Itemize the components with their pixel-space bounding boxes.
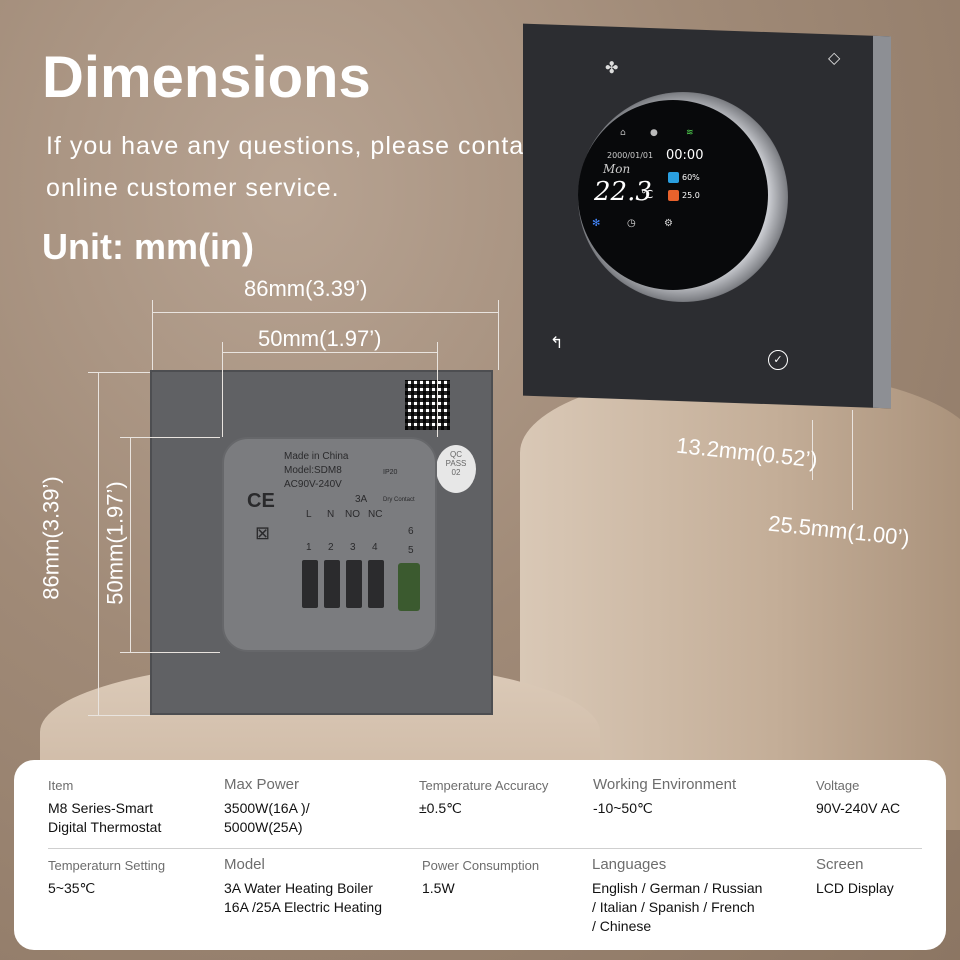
settings-icon: ⚙: [664, 218, 673, 229]
power-icon: ●: [650, 128, 658, 138]
dry-contact-label: Dry Contact: [383, 497, 415, 503]
spec-languages-label: Languages: [592, 856, 667, 873]
humidity-icon: [668, 172, 679, 183]
inner-height-tick-top: [120, 437, 220, 438]
spec-environment-label: Working Environment: [593, 776, 737, 793]
spec-power-label: Max Power: [224, 776, 300, 793]
front-depth-tick: [812, 420, 813, 480]
inner-width-label: 50mm(1.97’): [258, 326, 382, 351]
spec-languages: Languages English / German / Russian / I…: [592, 856, 762, 936]
screen-temp-unit: ℃: [641, 188, 654, 201]
inner-height-line: [130, 437, 131, 652]
spec-model-label: Model: [224, 856, 265, 873]
screw-terminal-4: [368, 560, 384, 608]
spec-screen-label: Screen: [816, 856, 864, 873]
screen-date: 2000/01/01: [607, 151, 654, 160]
spec-item-label: Item: [48, 778, 74, 793]
ce-mark: CE: [247, 490, 275, 512]
spec-accuracy: Temperature Accuracy ±0.5℃: [419, 778, 548, 818]
page-title: Dimensions: [42, 45, 371, 110]
spec-item-value: M8 Series-Smart Digital Thermostat: [48, 800, 162, 835]
screen-set-temp: 25.0: [682, 191, 700, 200]
total-depth-tick: [852, 410, 853, 510]
spec-environment-value: -10~50℃: [593, 800, 653, 816]
outer-height-tick-bottom: [88, 715, 150, 716]
mode-icon: ◇: [828, 50, 841, 67]
outer-width-label: 86mm(3.39’): [244, 276, 368, 301]
spec-languages-value: English / German / Russian / Italian / S…: [592, 880, 763, 934]
outer-width-tick-right: [498, 300, 499, 370]
screen-time: 00:00: [666, 148, 704, 163]
spec-divider: [48, 848, 922, 849]
terminal-label-n: N: [327, 509, 335, 520]
side-terminal-5: 5: [408, 545, 414, 556]
spec-setting: Temperaturn Setting 5~35℃: [48, 858, 165, 898]
screw-terminal-3: [346, 560, 362, 608]
spec-power: Max Power 3500W(16A )/ 5000W(25A): [224, 776, 310, 837]
fan-icon: ✤: [605, 60, 619, 77]
terminal-label-nc: NC: [368, 509, 383, 520]
confirm-icon: ✓: [768, 350, 788, 370]
home-icon: ⌂: [620, 128, 626, 138]
spec-item: Item M8 Series-Smart Digital Thermostat: [48, 778, 161, 837]
outer-height-label: 86mm(3.39’): [38, 476, 64, 600]
outer-height-line: [98, 372, 99, 715]
model-label: Model:SDM8: [284, 465, 342, 476]
voltage-label: AC90V-240V: [284, 479, 342, 490]
snow-icon: ✻: [592, 218, 601, 229]
outer-width-tick-left: [152, 300, 153, 370]
spec-power-value: 3500W(16A )/ 5000W(25A): [224, 800, 310, 835]
subtitle-line-1: If you have any questions, please contac…: [46, 132, 593, 160]
qc-pass-sticker: QC PASS 02: [436, 445, 476, 493]
spec-voltage: Voltage 90V-240V AC: [816, 778, 900, 818]
spec-voltage-value: 90V-240V AC: [816, 800, 901, 816]
screen-temperature: 22.3: [594, 177, 652, 207]
ip-label: IP20: [383, 469, 398, 476]
spec-voltage-label: Voltage: [816, 778, 860, 793]
spec-environment: Working Environment -10~50℃: [593, 776, 736, 818]
rating-label: 3A: [355, 494, 368, 505]
wifi-icon: ≋: [686, 128, 694, 138]
spec-table: Item M8 Series-Smart Digital Thermostat …: [14, 760, 946, 950]
back-icon: ↰: [550, 335, 564, 352]
spec-setting-value: 5~35℃: [48, 880, 96, 896]
screw-terminal-2: [324, 560, 340, 608]
side-terminal-6: 6: [408, 526, 414, 537]
inner-height-tick-bottom: [120, 652, 220, 653]
green-terminal-block: [398, 563, 420, 611]
relay-module: [222, 437, 437, 652]
spec-consumption: Power Consumption 1.5W: [422, 858, 539, 898]
terminal-num-3: 3: [350, 542, 356, 553]
inner-width-tick-left: [222, 342, 223, 437]
terminal-label-l: L: [306, 509, 312, 520]
weee-bin-icon: ⊠: [255, 523, 271, 543]
spec-accuracy-label: Temperature Accuracy: [419, 778, 549, 793]
heat-icon: [668, 190, 679, 201]
subtitle-line-2: online customer service.: [46, 174, 340, 202]
screw-terminal-1: [302, 560, 318, 608]
terminal-num-4: 4: [372, 542, 378, 553]
screen-humidity: 60%: [682, 173, 700, 182]
spec-setting-label: Temperaturn Setting: [48, 858, 166, 873]
unit-label: Unit: mm(in): [42, 226, 254, 267]
spec-screen-value: LCD Display: [816, 880, 894, 896]
spec-model-value: 3A Water Heating Boiler 16A /25A Electri…: [224, 880, 382, 915]
inner-height-label: 50mm(1.97’): [102, 481, 128, 605]
qr-code: [405, 380, 450, 430]
screen-day: Mon: [603, 162, 631, 176]
inner-width-tick-right: [437, 342, 438, 437]
terminal-num-2: 2: [328, 542, 334, 553]
outer-width-line: [152, 312, 498, 313]
terminal-num-1: 1: [306, 542, 312, 553]
outer-height-tick-top: [88, 372, 150, 373]
inner-width-line: [222, 352, 438, 353]
made-in-label: Made in China: [284, 451, 349, 462]
terminal-label-no: NO: [345, 509, 360, 520]
spec-screen: Screen LCD Display: [816, 856, 894, 898]
spec-model: Model 3A Water Heating Boiler 16A /25A E…: [224, 856, 382, 917]
clock-icon: ◷: [627, 218, 636, 229]
spec-consumption-label: Power Consumption: [422, 858, 540, 873]
spec-consumption-value: 1.5W: [422, 880, 455, 896]
spec-accuracy-value: ±0.5℃: [419, 800, 462, 816]
